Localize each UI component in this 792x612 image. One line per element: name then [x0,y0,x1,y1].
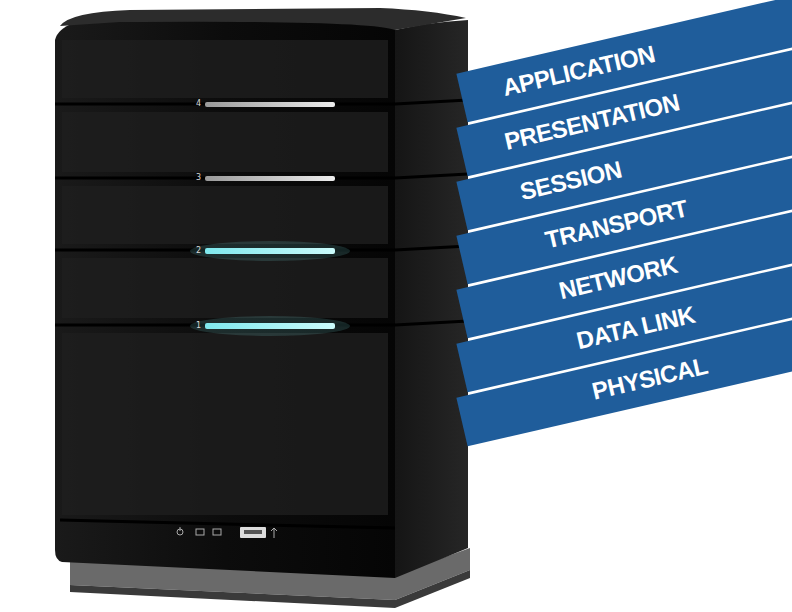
bay-number: 3 [196,174,201,182]
bay-number: 1 [196,322,201,330]
bay-number: 4 [196,100,201,108]
bay-number: 2 [196,247,201,255]
